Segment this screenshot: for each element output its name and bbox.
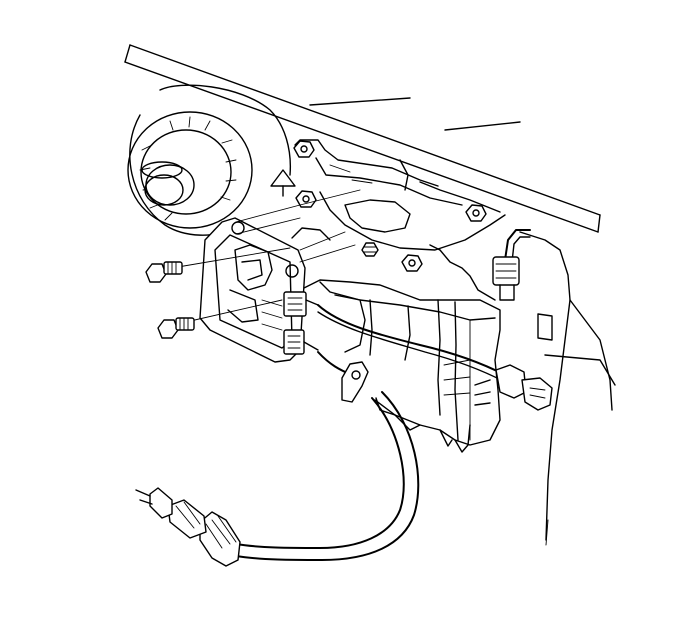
arrow-indicator bbox=[270, 169, 296, 197]
nut-upper-center bbox=[295, 190, 317, 208]
stud-center bbox=[361, 242, 379, 257]
panel-tab bbox=[537, 313, 553, 341]
bolt-lower bbox=[157, 299, 283, 339]
cable-clip bbox=[341, 361, 369, 403]
alignment-lines bbox=[235, 189, 361, 263]
ac-line-fitting bbox=[492, 229, 531, 301]
body-panel bbox=[124, 44, 616, 546]
connector-lower bbox=[283, 329, 319, 355]
blower-motor bbox=[127, 84, 292, 236]
connector-upper bbox=[283, 291, 319, 317]
nut-right bbox=[465, 204, 487, 222]
nut-lower-center bbox=[401, 254, 423, 272]
bolt-upper bbox=[145, 247, 291, 283]
nut-upper-left bbox=[293, 140, 315, 158]
hose-end-fitting bbox=[135, 487, 241, 567]
cable-retainer-right bbox=[495, 364, 553, 411]
control-cable-upper bbox=[317, 304, 506, 383]
actuator-cover-plate bbox=[199, 217, 306, 363]
hvac-case bbox=[299, 244, 501, 453]
mounting-bracket bbox=[291, 139, 506, 251]
flex-hose bbox=[235, 391, 420, 561]
